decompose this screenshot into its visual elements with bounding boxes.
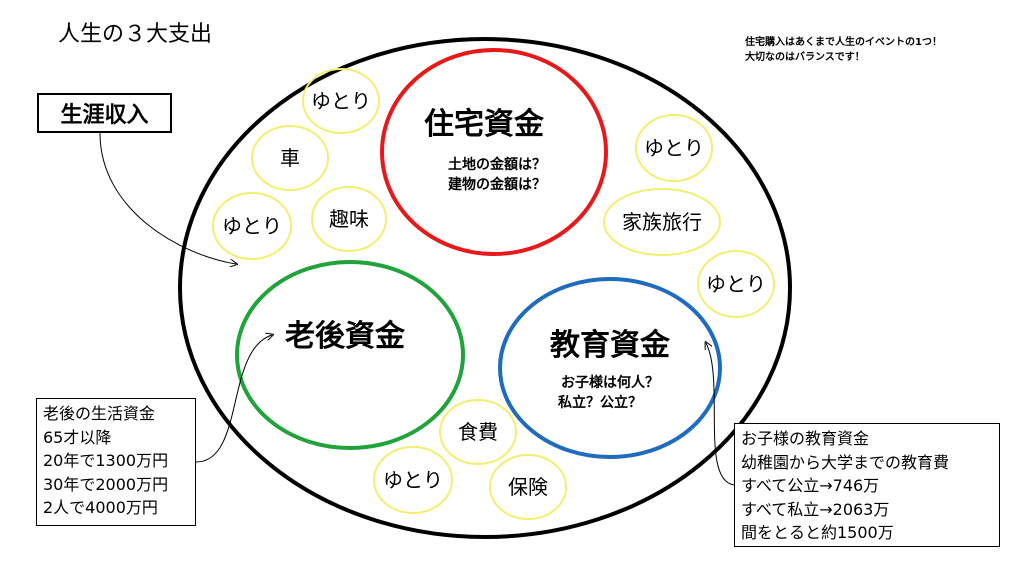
housing-sub-1: 土地の金額は？ (448, 156, 546, 173)
education-sub-2: 私立？公立？ (558, 394, 642, 411)
bubble-hobby: 趣味 (311, 186, 387, 252)
info-line: お子様の教育資金 (741, 429, 870, 448)
education-info-box: お子様の教育資金 幼稚園から大学までの教育費 すべて公立→746万 すべて私立→… (734, 423, 1000, 547)
bubble-label: 家族旅行 (622, 210, 702, 234)
education-title: 教育資金 (550, 328, 671, 363)
info-line: 2人で4000万円 (43, 498, 158, 517)
outer-circle (178, 37, 792, 539)
income-arrow (99, 132, 236, 264)
note-line: 住宅購入はあくまで人生のイベントの1つ！ (745, 37, 942, 48)
info-line: 20年で1300万円 (43, 451, 169, 470)
bubble-food: 食費 (439, 399, 517, 465)
bubble-label: 保険 (508, 475, 548, 499)
page-title: 人生の３大支出 (58, 22, 213, 47)
note-text: 住宅購入はあくまで人生のイベントの1つ！ 大切なのはバランスです！ (745, 35, 942, 65)
lifetime-income-box: 生涯収入 (37, 93, 172, 133)
info-line: 間をとると約1500万 (741, 523, 894, 542)
info-line: すべて公立→746万 (741, 476, 880, 495)
bubble-yutori-4: ゆとり (697, 250, 775, 318)
retirement-info-box: 老後の生活資金 65才以降 20年で1300万円 30年で2000万円 2人で4… (36, 398, 196, 526)
info-line: 65才以降 (43, 427, 112, 447)
bubble-label: ゆとり (311, 89, 371, 113)
housing-title: 住宅資金 (424, 107, 545, 142)
education-sub-1: お子様は何人？ (561, 374, 659, 391)
housing-sub-2: 建物の金額は？ (448, 176, 546, 193)
education-arrow (706, 343, 735, 486)
bubble-yutori-3: ゆとり (635, 114, 713, 182)
bubble-label: 食費 (458, 420, 498, 444)
bubble-yutori-5: ゆとり (373, 446, 453, 514)
bubble-yutori-2: ゆとり (212, 192, 292, 260)
bubble-family-trip: 家族旅行 (603, 188, 721, 256)
housing-circle (380, 48, 608, 256)
bubble-label: ゆとり (706, 272, 766, 296)
retirement-title: 老後資金 (285, 319, 406, 354)
bubble-car: 車 (251, 125, 329, 191)
info-line: 幼稚園から大学までの教育費 (741, 452, 950, 472)
info-line: 老後の生活資金 (43, 404, 156, 423)
education-circle (498, 277, 722, 459)
note-line: 大切なのはバランスです！ (745, 52, 865, 63)
retirement-arrow (195, 335, 272, 463)
bubble-label: ゆとり (644, 136, 704, 160)
info-line: 30年で2000万円 (43, 474, 169, 494)
info-line: すべて私立→2063万 (741, 499, 890, 519)
bubble-label: 車 (280, 146, 300, 170)
bubble-label: ゆとり (383, 468, 443, 492)
bubble-yutori-1: ゆとり (302, 68, 380, 134)
retirement-circle (235, 260, 465, 450)
bubble-label: ゆとり (222, 214, 282, 238)
bubble-insurance: 保険 (489, 454, 567, 520)
bubble-label: 趣味 (329, 207, 369, 231)
